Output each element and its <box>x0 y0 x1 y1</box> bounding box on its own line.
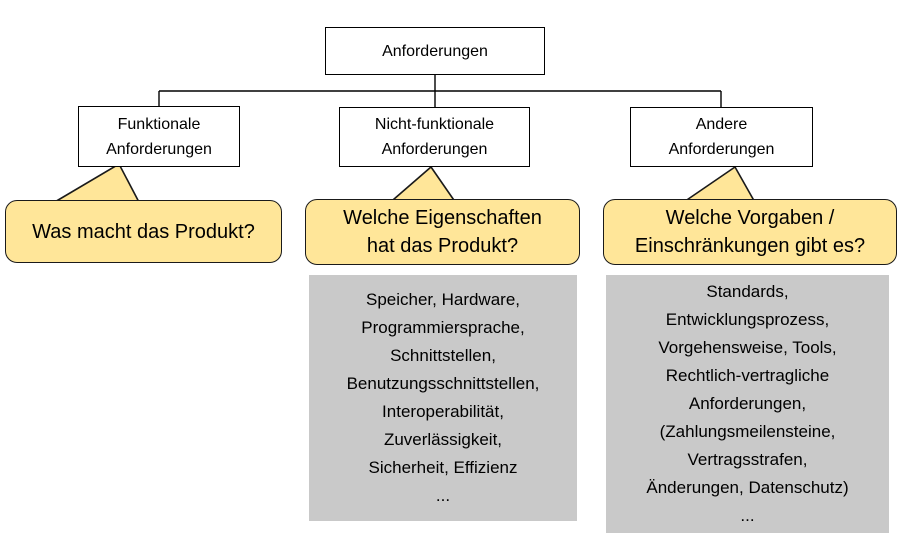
list-line: Entwicklungsprozess, <box>665 310 830 329</box>
list-line: Benutzungsschnittstellen, <box>346 374 540 393</box>
list-line: Programmiersprache, <box>361 318 525 337</box>
node-andere-anforderungen: Andere Anforderungen <box>630 107 813 167</box>
list-line: Vorgehensweise, Tools, <box>658 338 837 357</box>
list-line: ... <box>740 506 755 525</box>
callout-andere: Welche Vorgaben / Einschränkungen gibt e… <box>603 199 897 265</box>
list-line: Vertragsstrafen, <box>687 450 808 469</box>
callout-nicht-funktionale: Welche Eigenschaften hat das Produkt? <box>305 199 580 265</box>
node-nicht-funktionale-anforderungen: Nicht-funktionale Anforderungen <box>339 107 530 167</box>
node-anforderungen: Anforderungen <box>325 27 545 75</box>
callout-funktionale: Was macht das Produkt? <box>5 200 282 263</box>
list-line: Änderungen, Datenschutz) <box>646 478 849 497</box>
detail-list-andere: Standards, Entwicklungsprozess, Vorgehensw… <box>606 275 889 533</box>
tree-connector-lines <box>158 75 722 107</box>
node-funktionale-anforderungen: Funktionale Anforderungen <box>78 106 240 167</box>
list-line: Sicherheit, Effizienz <box>368 458 518 477</box>
detail-list-nicht-funktionale: Speicher, Hardware, Programmiersprache, Sc… <box>309 275 577 521</box>
list-line: (Zahlungsmeilensteine, <box>659 422 836 441</box>
list-line: Rechtlich-vertragliche <box>665 366 830 385</box>
list-line: Zuverlässigkeit, <box>383 430 503 449</box>
list-line: Anforderungen, <box>688 394 807 413</box>
list-line: ... <box>435 486 451 505</box>
list-line: Standards, <box>706 282 789 301</box>
list-line: Speicher, Hardware, <box>365 290 521 309</box>
list-line: Schnittstellen, <box>390 346 496 365</box>
list-line: Interoperabilität, <box>382 402 504 421</box>
